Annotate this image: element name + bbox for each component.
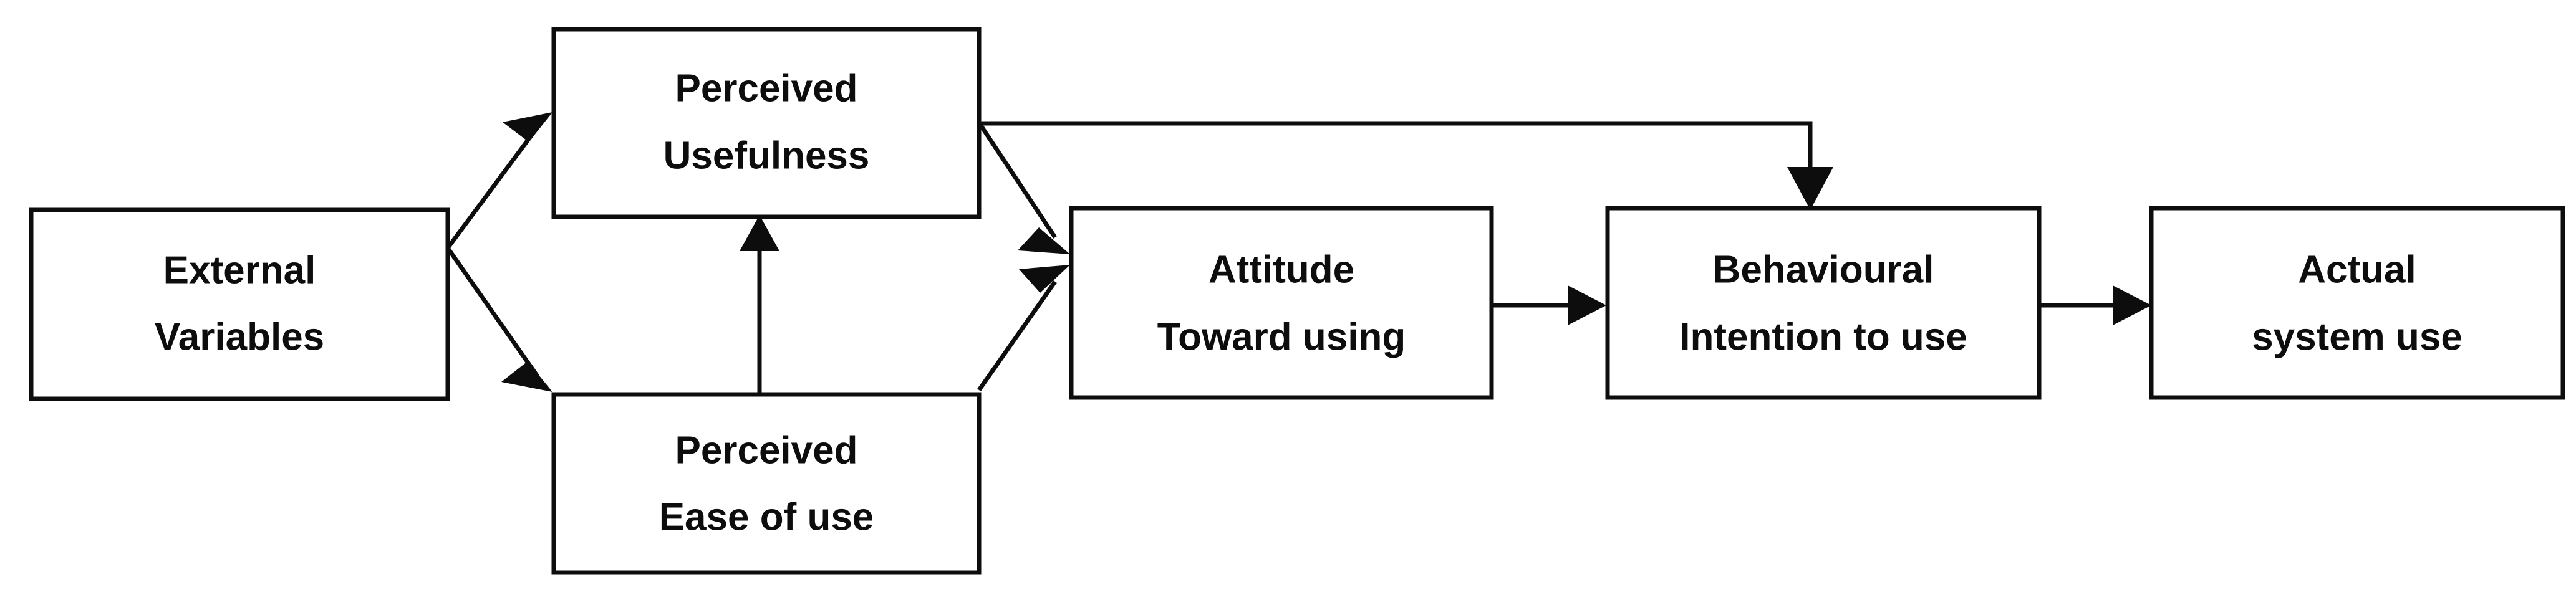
edge-perceived-ease-of-use-to-attitude-toward-using — [977, 265, 1070, 392]
edge-attitude-toward-using-to-behavioural-intention-to-use — [1492, 285, 1606, 325]
node-external-variables-line1: External — [163, 249, 316, 292]
node-behavioural-intention-to-use-line2: Intention to use — [1679, 315, 1967, 358]
node-perceived-ease-of-use[interactable]: Perceived Ease of use — [551, 392, 982, 575]
edge-external-variables-to-perceived-usefulness — [446, 112, 552, 250]
node-actual-system-use[interactable]: Actual system use — [2149, 206, 2565, 400]
node-perceived-ease-of-use-line2: Ease of use — [659, 495, 874, 538]
edge-perceived-usefulness-to-attitude-toward-using — [977, 122, 1070, 254]
node-external-variables[interactable]: External Variables — [29, 207, 450, 401]
node-perceived-ease-of-use-line1: Perceived — [675, 429, 858, 472]
node-actual-system-use-line1: Actual — [2298, 248, 2416, 291]
node-perceived-usefulness-line2: Usefulness — [663, 134, 870, 177]
node-attitude-toward-using-line1: Attitude — [1208, 248, 1354, 291]
node-attitude-toward-using-line2: Toward using — [1157, 315, 1406, 358]
edge-perceived-ease-of-use-to-perceived-usefulness — [740, 215, 779, 394]
node-perceived-usefulness[interactable]: Perceived Usefulness — [551, 27, 982, 219]
node-actual-system-use-line2: system use — [2252, 315, 2463, 358]
node-behavioural-intention-to-use-line1: Behavioural — [1713, 248, 1934, 291]
node-perceived-usefulness-line1: Perceived — [675, 67, 858, 110]
edge-perceived-usefulness-to-behavioural-intention-to-use — [979, 121, 1833, 210]
node-external-variables-line2: Variables — [155, 315, 324, 358]
node-attitude-toward-using[interactable]: Attitude Toward using — [1069, 206, 1494, 400]
node-behavioural-intention-to-use[interactable]: Behavioural Intention to use — [1605, 206, 2042, 400]
edge-behavioural-intention-to-use-to-actual-system-use — [2039, 285, 2151, 325]
edge-external-variables-to-perceived-ease-of-use — [446, 246, 552, 392]
